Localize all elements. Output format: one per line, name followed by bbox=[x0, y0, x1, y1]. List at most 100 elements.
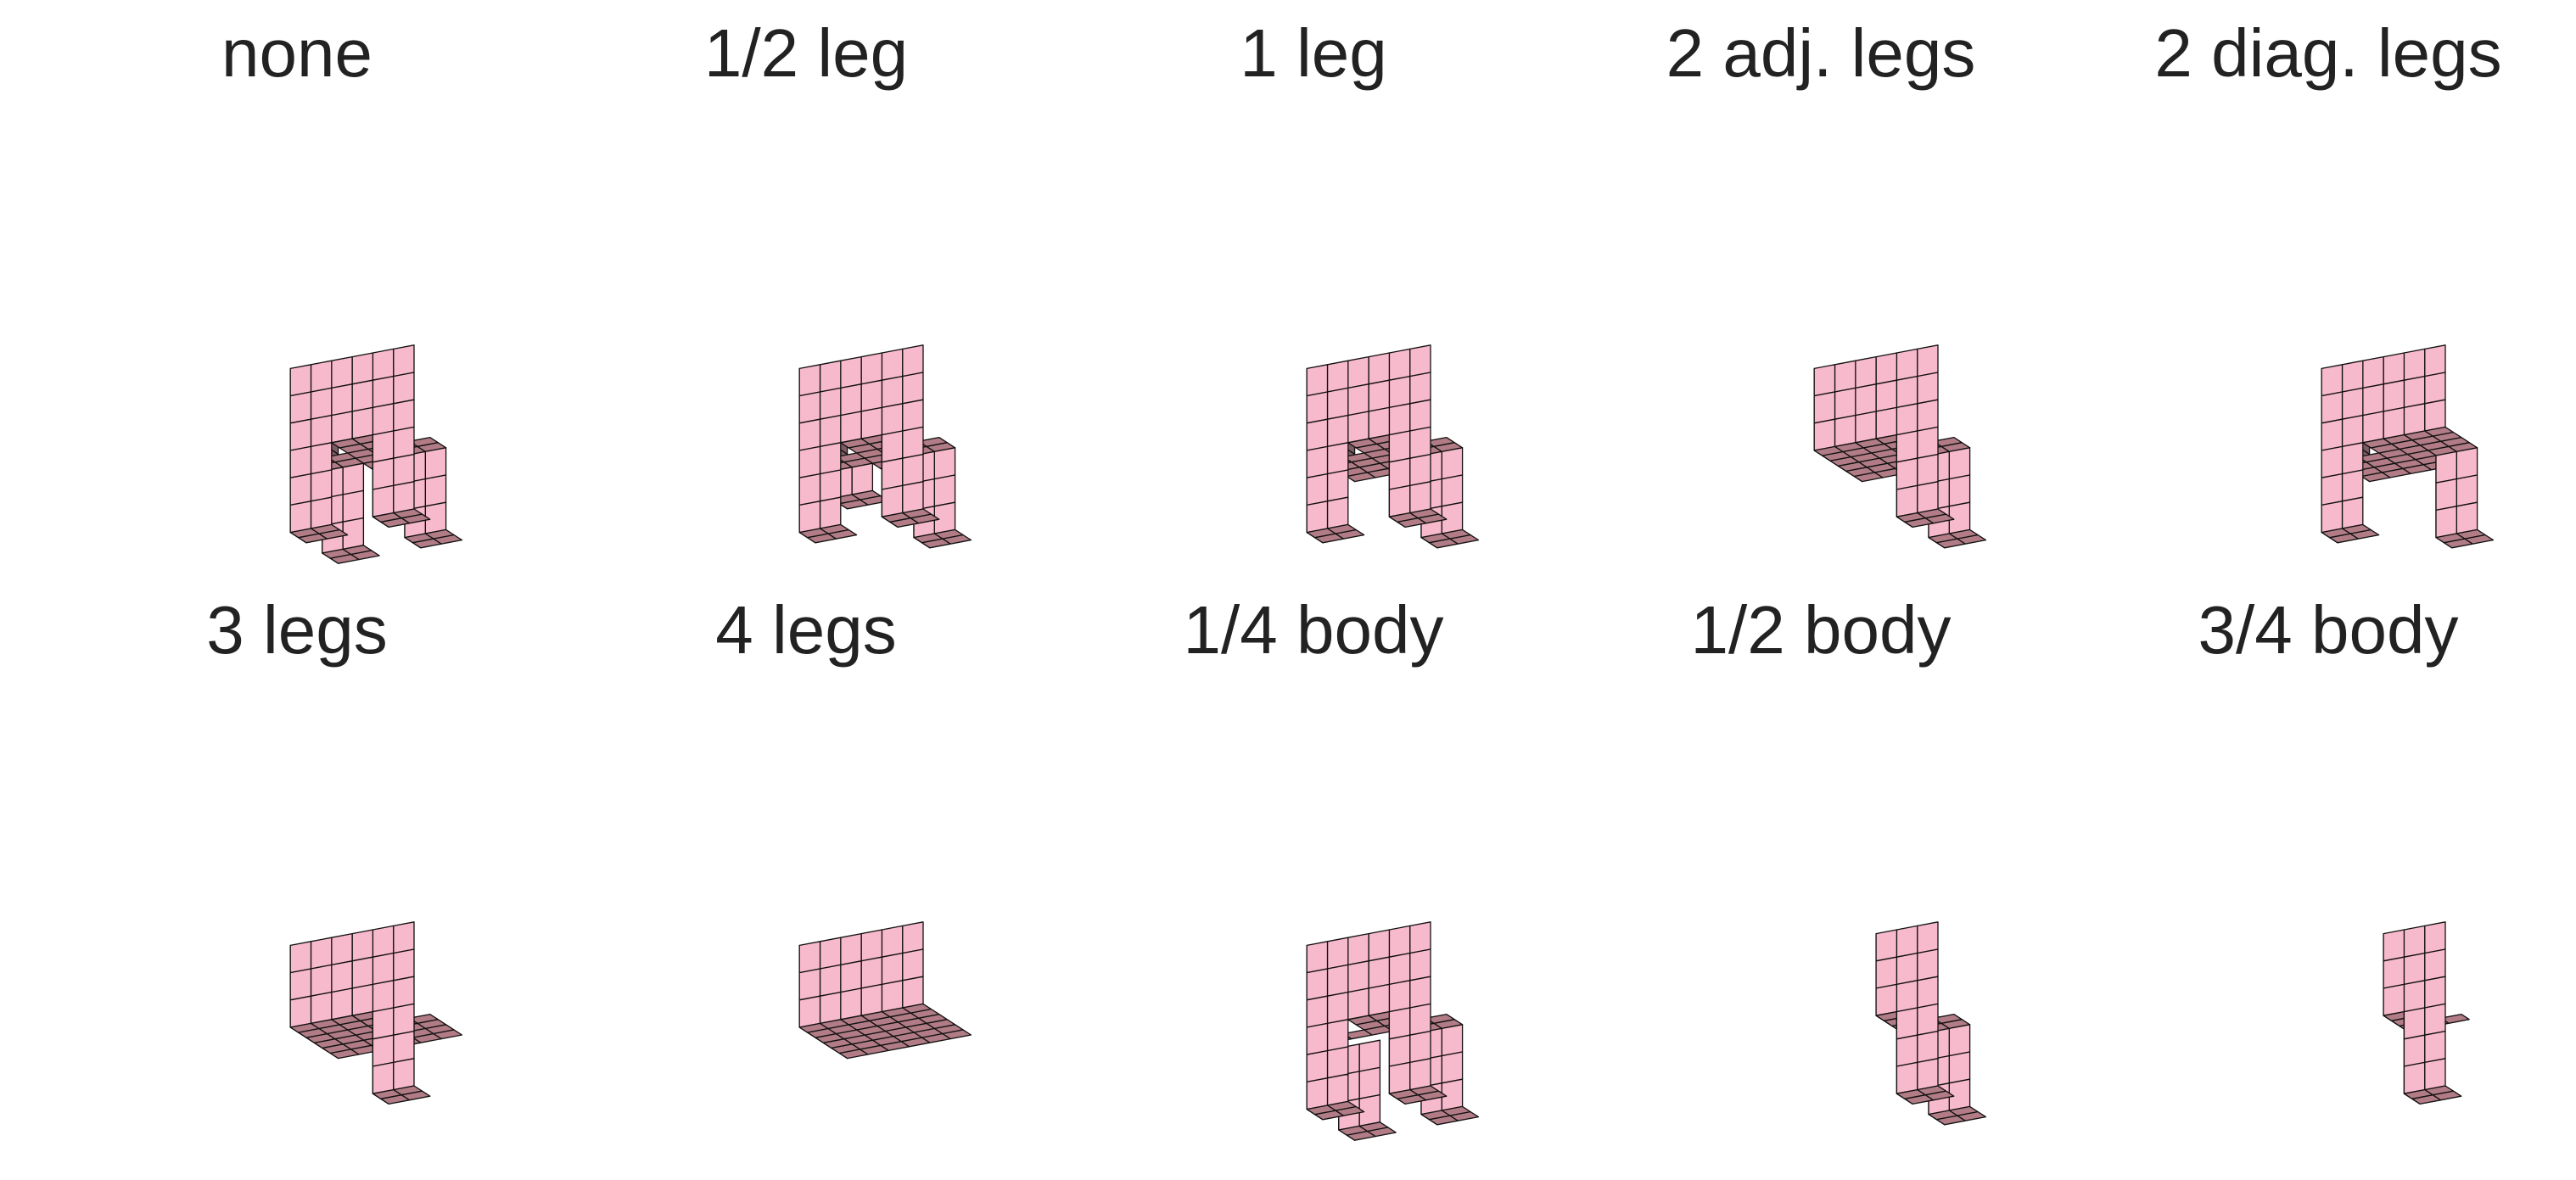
voxel-face-side bbox=[1306, 1077, 1329, 1110]
voxel-face-bottom bbox=[1813, 445, 1844, 456]
voxel-face-side bbox=[1326, 414, 1349, 448]
voxel-face-side bbox=[798, 418, 821, 451]
voxel-face-side bbox=[1306, 391, 1329, 424]
voxel-shape bbox=[289, 344, 463, 564]
voxel-face-side bbox=[1917, 372, 1939, 405]
voxel-face-side bbox=[819, 496, 842, 529]
voxel-face-side bbox=[1409, 453, 1431, 487]
voxel-face-side bbox=[1441, 447, 1464, 480]
voxel-face-side bbox=[310, 469, 333, 502]
voxel-face-side bbox=[2424, 372, 2446, 405]
panel-label: 1 leg bbox=[1240, 15, 1386, 91]
panel-label: 3/4 body bbox=[2198, 592, 2459, 668]
voxel-face-side bbox=[1388, 1061, 1411, 1094]
voxel-face-side bbox=[902, 399, 924, 432]
voxel-face-side bbox=[1409, 1003, 1431, 1036]
voxel-face-side bbox=[851, 462, 874, 495]
voxel-face-side bbox=[1326, 387, 1349, 420]
voxel-face-bottom bbox=[331, 438, 361, 449]
voxel-face-side bbox=[372, 1034, 395, 1067]
voxel-face-side bbox=[1306, 445, 1329, 478]
voxel-face-side bbox=[1917, 1058, 1939, 1091]
voxel-face-side bbox=[372, 430, 395, 463]
voxel-face-side bbox=[1948, 1051, 1971, 1084]
voxel-shape bbox=[1306, 921, 1480, 1141]
voxel-face-side bbox=[289, 995, 312, 1028]
voxel-face-side bbox=[798, 968, 821, 1001]
voxel-face-side bbox=[1855, 383, 1877, 417]
voxel-face-side bbox=[2321, 364, 2344, 397]
voxel-face-side bbox=[1388, 430, 1411, 463]
voxel-face-side bbox=[1948, 474, 1971, 507]
voxel-face-side bbox=[881, 375, 904, 409]
voxel-face-side bbox=[372, 375, 395, 409]
voxel-face-side bbox=[289, 941, 312, 974]
voxel-face-side bbox=[881, 925, 904, 958]
voxel-face-side bbox=[2362, 411, 2384, 444]
voxel-face-side bbox=[1409, 976, 1431, 1009]
voxel-face-side bbox=[819, 469, 842, 502]
voxel-face-side bbox=[393, 1003, 415, 1036]
voxel-face-side bbox=[424, 474, 447, 507]
voxel-face-side bbox=[840, 355, 862, 389]
voxel-face-side bbox=[819, 360, 842, 393]
voxel-face-side bbox=[1896, 1034, 1918, 1067]
voxel-face-side bbox=[1948, 447, 1971, 480]
voxel-face-side bbox=[393, 426, 415, 459]
panel-label: 1/2 body bbox=[1691, 592, 1952, 668]
voxel-face-side bbox=[1306, 995, 1329, 1028]
voxel-face-side bbox=[1896, 952, 1918, 986]
voxel-face-side bbox=[1358, 1066, 1381, 1099]
voxel-face-side bbox=[1358, 1039, 1381, 1072]
voxel-face-side bbox=[2341, 496, 2364, 529]
voxel-face-bottom bbox=[289, 528, 320, 539]
voxel-face-bottom bbox=[1388, 1088, 1419, 1099]
voxel-face-side bbox=[393, 948, 415, 981]
panel-label: 2 adj. legs bbox=[1666, 15, 1976, 91]
voxel-face-side bbox=[1368, 379, 1391, 412]
voxel-face-side bbox=[1388, 925, 1411, 958]
voxel-face-side bbox=[1347, 355, 1369, 389]
voxel-face-side bbox=[1896, 484, 1918, 517]
voxel-face-side bbox=[1948, 1024, 1971, 1057]
voxel-face-side bbox=[331, 411, 353, 444]
voxel-face-side bbox=[310, 991, 333, 1025]
voxel-face-side bbox=[1388, 375, 1411, 409]
voxel-face-side bbox=[819, 964, 842, 997]
voxel-face-side bbox=[2424, 1003, 2446, 1036]
voxel-face-side bbox=[1306, 1022, 1329, 1055]
voxel-face-side bbox=[860, 379, 883, 412]
voxel-face-side bbox=[881, 980, 904, 1013]
voxel-face-side bbox=[902, 921, 924, 954]
voxel-face-side bbox=[819, 991, 842, 1025]
voxel-face-side bbox=[331, 355, 353, 389]
voxel-face-side bbox=[393, 481, 415, 514]
voxel-face-side bbox=[1855, 355, 1877, 389]
voxel-face-side bbox=[1917, 481, 1939, 514]
voxel-face-side bbox=[2321, 473, 2344, 506]
voxel-face-side bbox=[289, 445, 312, 478]
voxel-shape bbox=[1875, 921, 1987, 1126]
voxel-face-side bbox=[2456, 447, 2478, 480]
voxel-face-side bbox=[860, 406, 883, 439]
voxel-face-bottom bbox=[404, 533, 434, 544]
voxel-face-side bbox=[1896, 925, 1918, 958]
voxel-face-bottom bbox=[1306, 1105, 1336, 1116]
voxel-face-side bbox=[1917, 1003, 1939, 1036]
voxel-face-side bbox=[1409, 399, 1431, 432]
voxel-face-side bbox=[1896, 1007, 1918, 1040]
voxel-face-side bbox=[2341, 360, 2364, 393]
voxel-face-side bbox=[1306, 418, 1329, 451]
voxel-face-bottom bbox=[1896, 1088, 1926, 1099]
voxel-face-side bbox=[289, 391, 312, 424]
voxel-face-side bbox=[1896, 430, 1918, 463]
voxel-face-side bbox=[289, 418, 312, 451]
voxel-face-side bbox=[1347, 411, 1369, 444]
voxel-face-side bbox=[1388, 980, 1411, 1013]
voxel-face-side bbox=[1896, 375, 1918, 409]
voxel-face-side bbox=[1813, 364, 1836, 397]
voxel-face-side bbox=[1409, 1030, 1431, 1064]
voxel-face-side bbox=[1347, 960, 1369, 993]
voxel-face-side bbox=[2403, 952, 2426, 986]
voxel-face-bottom bbox=[372, 512, 402, 523]
